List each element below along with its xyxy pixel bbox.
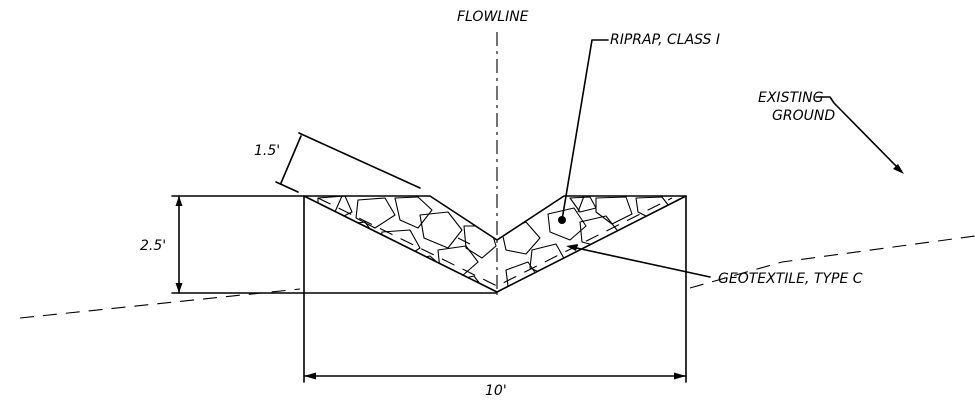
depth-arrow-top xyxy=(175,196,183,206)
geotextile-arrow xyxy=(566,244,578,251)
thickness-extension-lower xyxy=(275,181,299,193)
riprap-stones xyxy=(317,196,673,292)
width-arrow-right xyxy=(674,372,686,380)
existing-ground-label-line2: GROUND xyxy=(772,108,835,124)
existing-ground-label-line1: EXISTING xyxy=(758,90,824,106)
thickness-dimension-line xyxy=(280,135,302,184)
geotextile-line xyxy=(317,197,673,287)
existing-ground-leader xyxy=(815,96,901,171)
depth-label: 2.5' xyxy=(140,238,166,254)
riprap-outline xyxy=(303,195,687,293)
width-arrow-left xyxy=(304,372,316,380)
riprap-leader-dot xyxy=(558,216,566,224)
width-label: 10' xyxy=(485,383,507,399)
flowline-label: FLOWLINE xyxy=(457,9,529,25)
thickness-extension-line xyxy=(298,132,421,189)
geotextile-label: GEOTEXTILE, TYPE C xyxy=(718,271,863,287)
thickness-label: 1.5' xyxy=(254,143,280,159)
existing-ground-line xyxy=(19,235,975,319)
depth-arrow-bottom xyxy=(175,283,183,293)
riprap-label: RIPRAP, CLASS I xyxy=(610,32,720,48)
geotextile-leader xyxy=(571,246,711,278)
existing-ground-arrow xyxy=(893,164,904,174)
riprap-leader xyxy=(561,39,609,221)
